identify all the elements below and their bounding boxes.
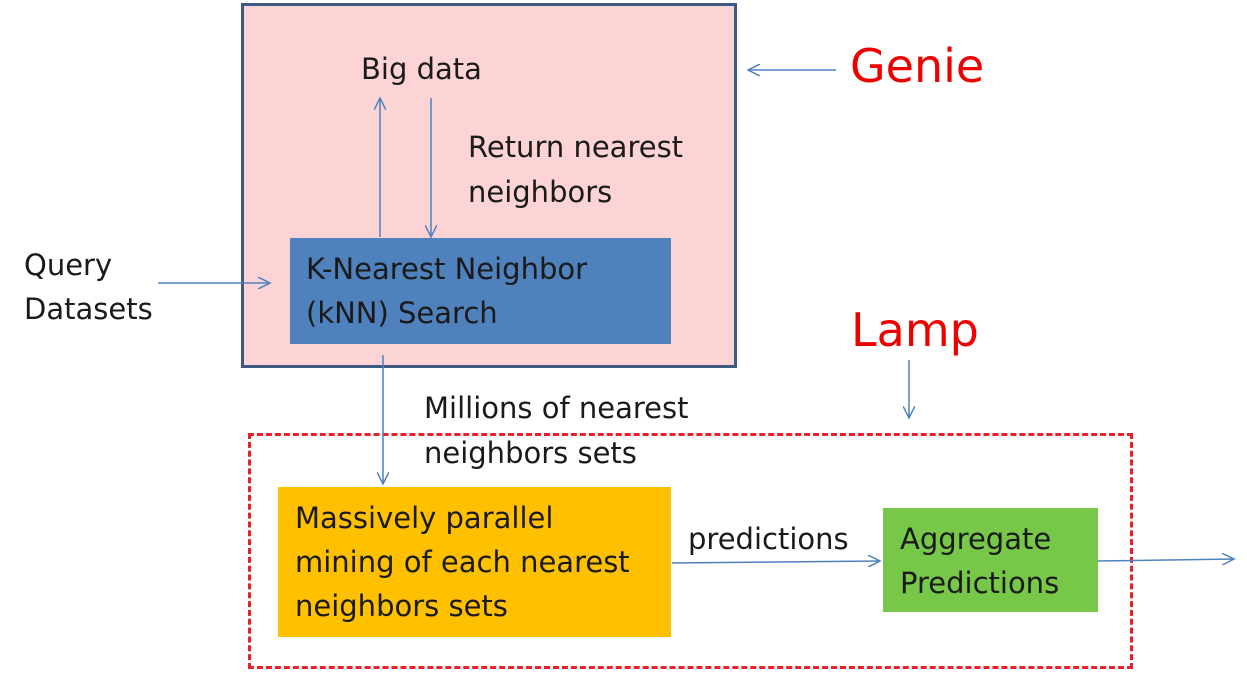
- return-nearest-label-line1: Return nearest: [468, 130, 684, 164]
- aggregate-predictions-box: Aggregate Predictions: [883, 508, 1098, 612]
- millions-label-line2: neighbors sets: [424, 436, 637, 470]
- genie-label: Genie: [850, 39, 985, 93]
- return-nearest-label-line2: neighbors: [468, 175, 613, 209]
- big-data-label: Big data: [361, 52, 482, 86]
- query-label-line1: Query: [24, 248, 113, 282]
- millions-label-line1: Millions of nearest: [424, 391, 689, 425]
- knn-search-box: K-Nearest Neighbor (kNN) Search: [290, 238, 671, 344]
- knn-label-line1: K-Nearest Neighbor: [306, 252, 588, 286]
- mining-label-line2: mining of each nearest: [295, 545, 630, 579]
- aggregate-label-line1: Aggregate: [900, 522, 1052, 556]
- knn-label-line2: (kNN) Search: [306, 296, 498, 330]
- mining-label-line3: neighbors sets: [295, 589, 508, 623]
- lamp-region: [248, 433, 1133, 669]
- predictions-label: predictions: [688, 522, 849, 556]
- mining-label-line1: Massively parallel: [295, 501, 554, 535]
- lamp-label: Lamp: [851, 303, 979, 357]
- aggregate-label-line2: Predictions: [900, 566, 1060, 600]
- parallel-mining-box: Massively parallel mining of each neares…: [278, 487, 671, 637]
- mining-to-aggregate-arrow: [671, 561, 880, 563]
- aggregate-output-arrow: [1097, 559, 1234, 561]
- query-label-line2: Datasets: [24, 292, 153, 326]
